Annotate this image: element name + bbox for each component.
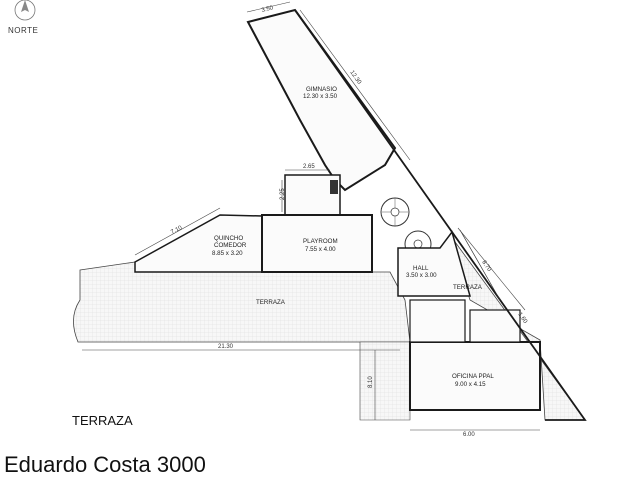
terraza-caption: TERRAZA (72, 413, 133, 428)
quincho-label-2: COMEDOR (214, 242, 247, 249)
office-bath (469, 309, 521, 343)
dim-bath-height: 2.25 (280, 188, 286, 200)
terraza-right-label: TERRAZA (453, 284, 483, 291)
dim-terraza-width: 21.30 (218, 344, 234, 350)
service-room (409, 299, 466, 343)
north-label: NORTE (8, 26, 39, 35)
quincho-size: 8.85 x 3.20 (212, 250, 243, 257)
dim-bath-width: 2.65 (303, 164, 315, 170)
north-compass-icon (14, 0, 36, 21)
dim-lower-height: 8.10 (368, 376, 374, 388)
dim-right-diag: 8.70 (480, 260, 492, 274)
address-title: Eduardo Costa 3000 (4, 452, 206, 477)
playroom-label: PLAYROOM (303, 238, 338, 245)
hall-label: HALL (413, 265, 429, 272)
gimnasio-size: 12.30 x 3.50 (303, 93, 338, 100)
dim-quincho-diag: 7.10 (170, 225, 184, 236)
quincho-label-1: QUINCHO (214, 235, 243, 242)
hall-size: 3.50 x 3.00 (406, 272, 437, 279)
hall-room (397, 230, 471, 297)
dim-top-width: 3.50 (261, 5, 274, 14)
dim-bottom-width: 6.00 (463, 432, 475, 438)
dim-diagonal-long: 12.30 (348, 70, 362, 86)
playroom-room (261, 214, 373, 273)
gimnasio-room (246, 8, 397, 192)
dim-right-small: 1.60 (516, 312, 528, 326)
playroom-size: 7.55 x 4.00 (305, 246, 336, 253)
terraza-main-label: TERRAZA (256, 299, 286, 306)
gimnasio-label: GIMNASIO (306, 86, 337, 93)
terraza-lower (359, 341, 411, 421)
oficina-size: 9.00 x 4.15 (455, 381, 486, 388)
oficina-label: OFICINA PPAL (452, 373, 494, 380)
